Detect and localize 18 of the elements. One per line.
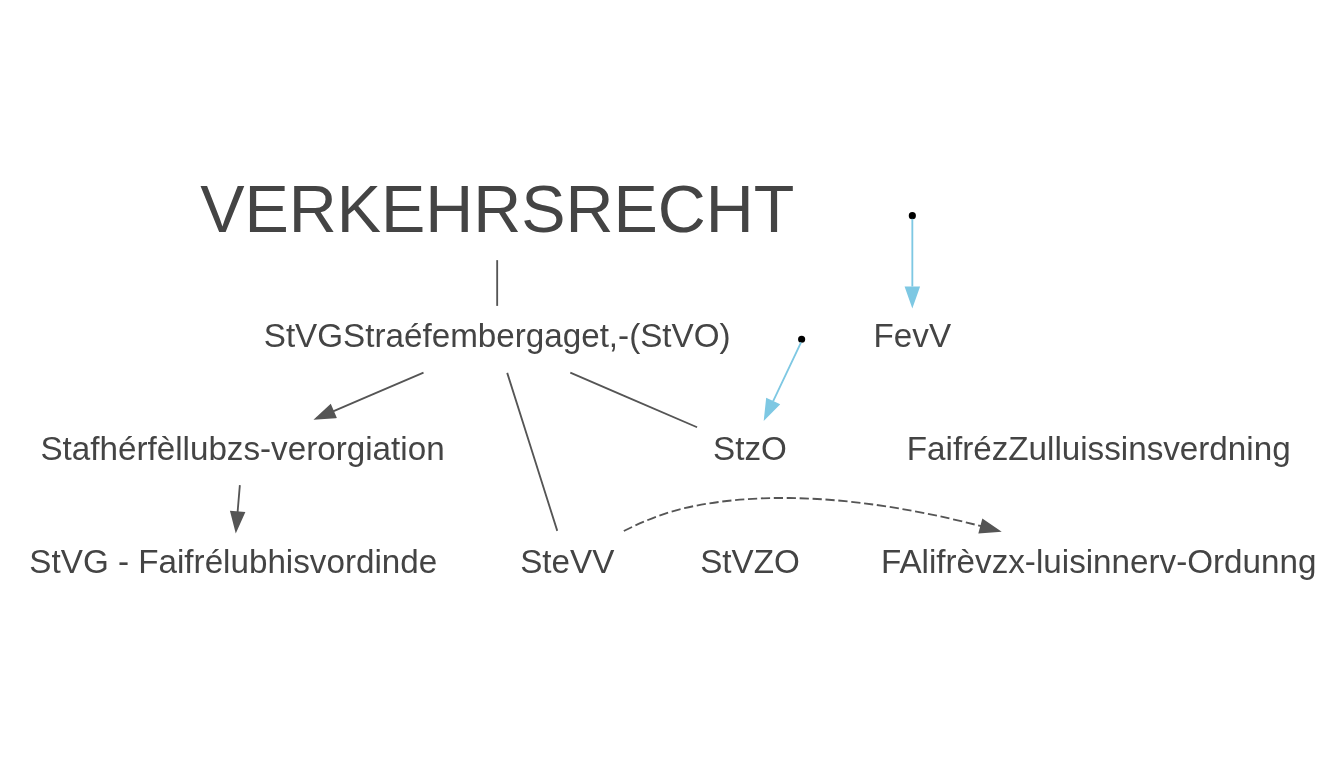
node-text: StVZO: [700, 542, 800, 580]
node-text: SteVV: [520, 542, 615, 580]
node-text: FaifrézZulluissinsverdning: [906, 429, 1291, 467]
arrow: [313, 371, 425, 420]
node-text: Stafhérfèllubzs-verorgiation: [40, 429, 445, 467]
node-text: VERKEHRSRECHT: [200, 171, 795, 246]
node-text: StzO: [713, 429, 787, 467]
arrow: [904, 217, 921, 309]
node-text: FAlifrèvzx-luisinnerv-Ordunng: [880, 542, 1317, 580]
arrow: [622, 496, 1002, 533]
arrow: [229, 483, 246, 534]
connector: [569, 371, 698, 428]
node-text: StVG - Faifrélubhisvordinde: [29, 542, 438, 580]
arrow: [763, 340, 802, 421]
connector: [496, 258, 499, 307]
node-text: FevV: [873, 316, 952, 354]
connector: [506, 371, 559, 532]
node-text: StVGStraéfembergaget,-(StVO): [263, 316, 731, 354]
